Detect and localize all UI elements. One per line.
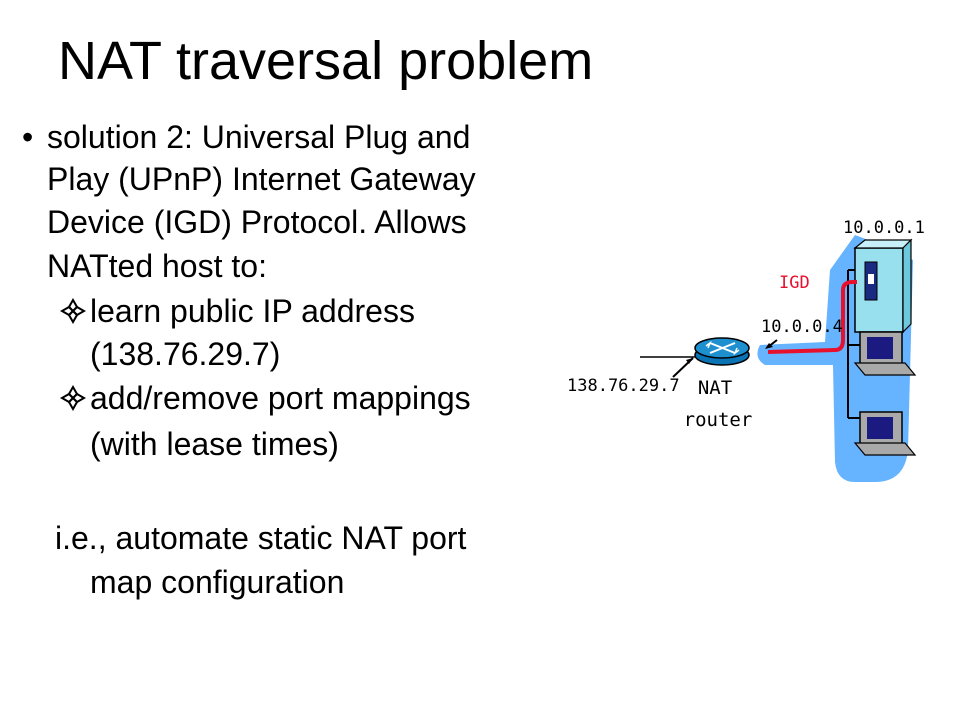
diamond-bullet-icon: [60, 298, 86, 324]
nat-diagram: 10.0.0.1 IGD 10.0.0.4 138.76.29.7 NAT ro…: [555, 200, 960, 520]
body-line: Device (IGD) Protocol. Allows: [47, 204, 467, 240]
diamond-bullet-icon: [60, 385, 86, 411]
bullet-dot: •: [22, 119, 34, 155]
public-ip-label: 138.76.29.7: [567, 376, 680, 396]
body-line: NATted host to:: [47, 248, 267, 284]
note-line: map configuration: [90, 564, 345, 600]
sub-item-line: learn public IP address: [90, 293, 415, 329]
router-lan-ip-label: 10.0.0.4: [761, 317, 843, 337]
workstation-icon: [853, 411, 917, 456]
diagram-canvas: [640, 235, 917, 482]
router-label-router: router: [683, 409, 753, 431]
sub-item-line: add/remove port mappings: [90, 380, 471, 416]
router-icon: [694, 337, 750, 366]
igd-label: IGD: [779, 273, 810, 293]
igd-link: [767, 280, 857, 354]
slide-body: • solution 2: Universal Plug and Play (U…: [22, 119, 476, 600]
sub-item-line: (with lease times): [90, 426, 339, 462]
slide-title: NAT traversal problem: [58, 31, 594, 91]
sub-item-line: (138.76.29.7): [90, 336, 281, 372]
server-ip-label: 10.0.0.1: [843, 218, 925, 238]
body-line: solution 2: Universal Plug and: [47, 119, 471, 155]
server-icon: [853, 238, 913, 334]
body-line: Play (UPnP) Internet Gateway: [47, 161, 476, 197]
note-line: i.e., automate static NAT port: [55, 520, 467, 556]
router-label-nat: NAT: [697, 377, 733, 399]
workstation-icon: [853, 331, 917, 376]
